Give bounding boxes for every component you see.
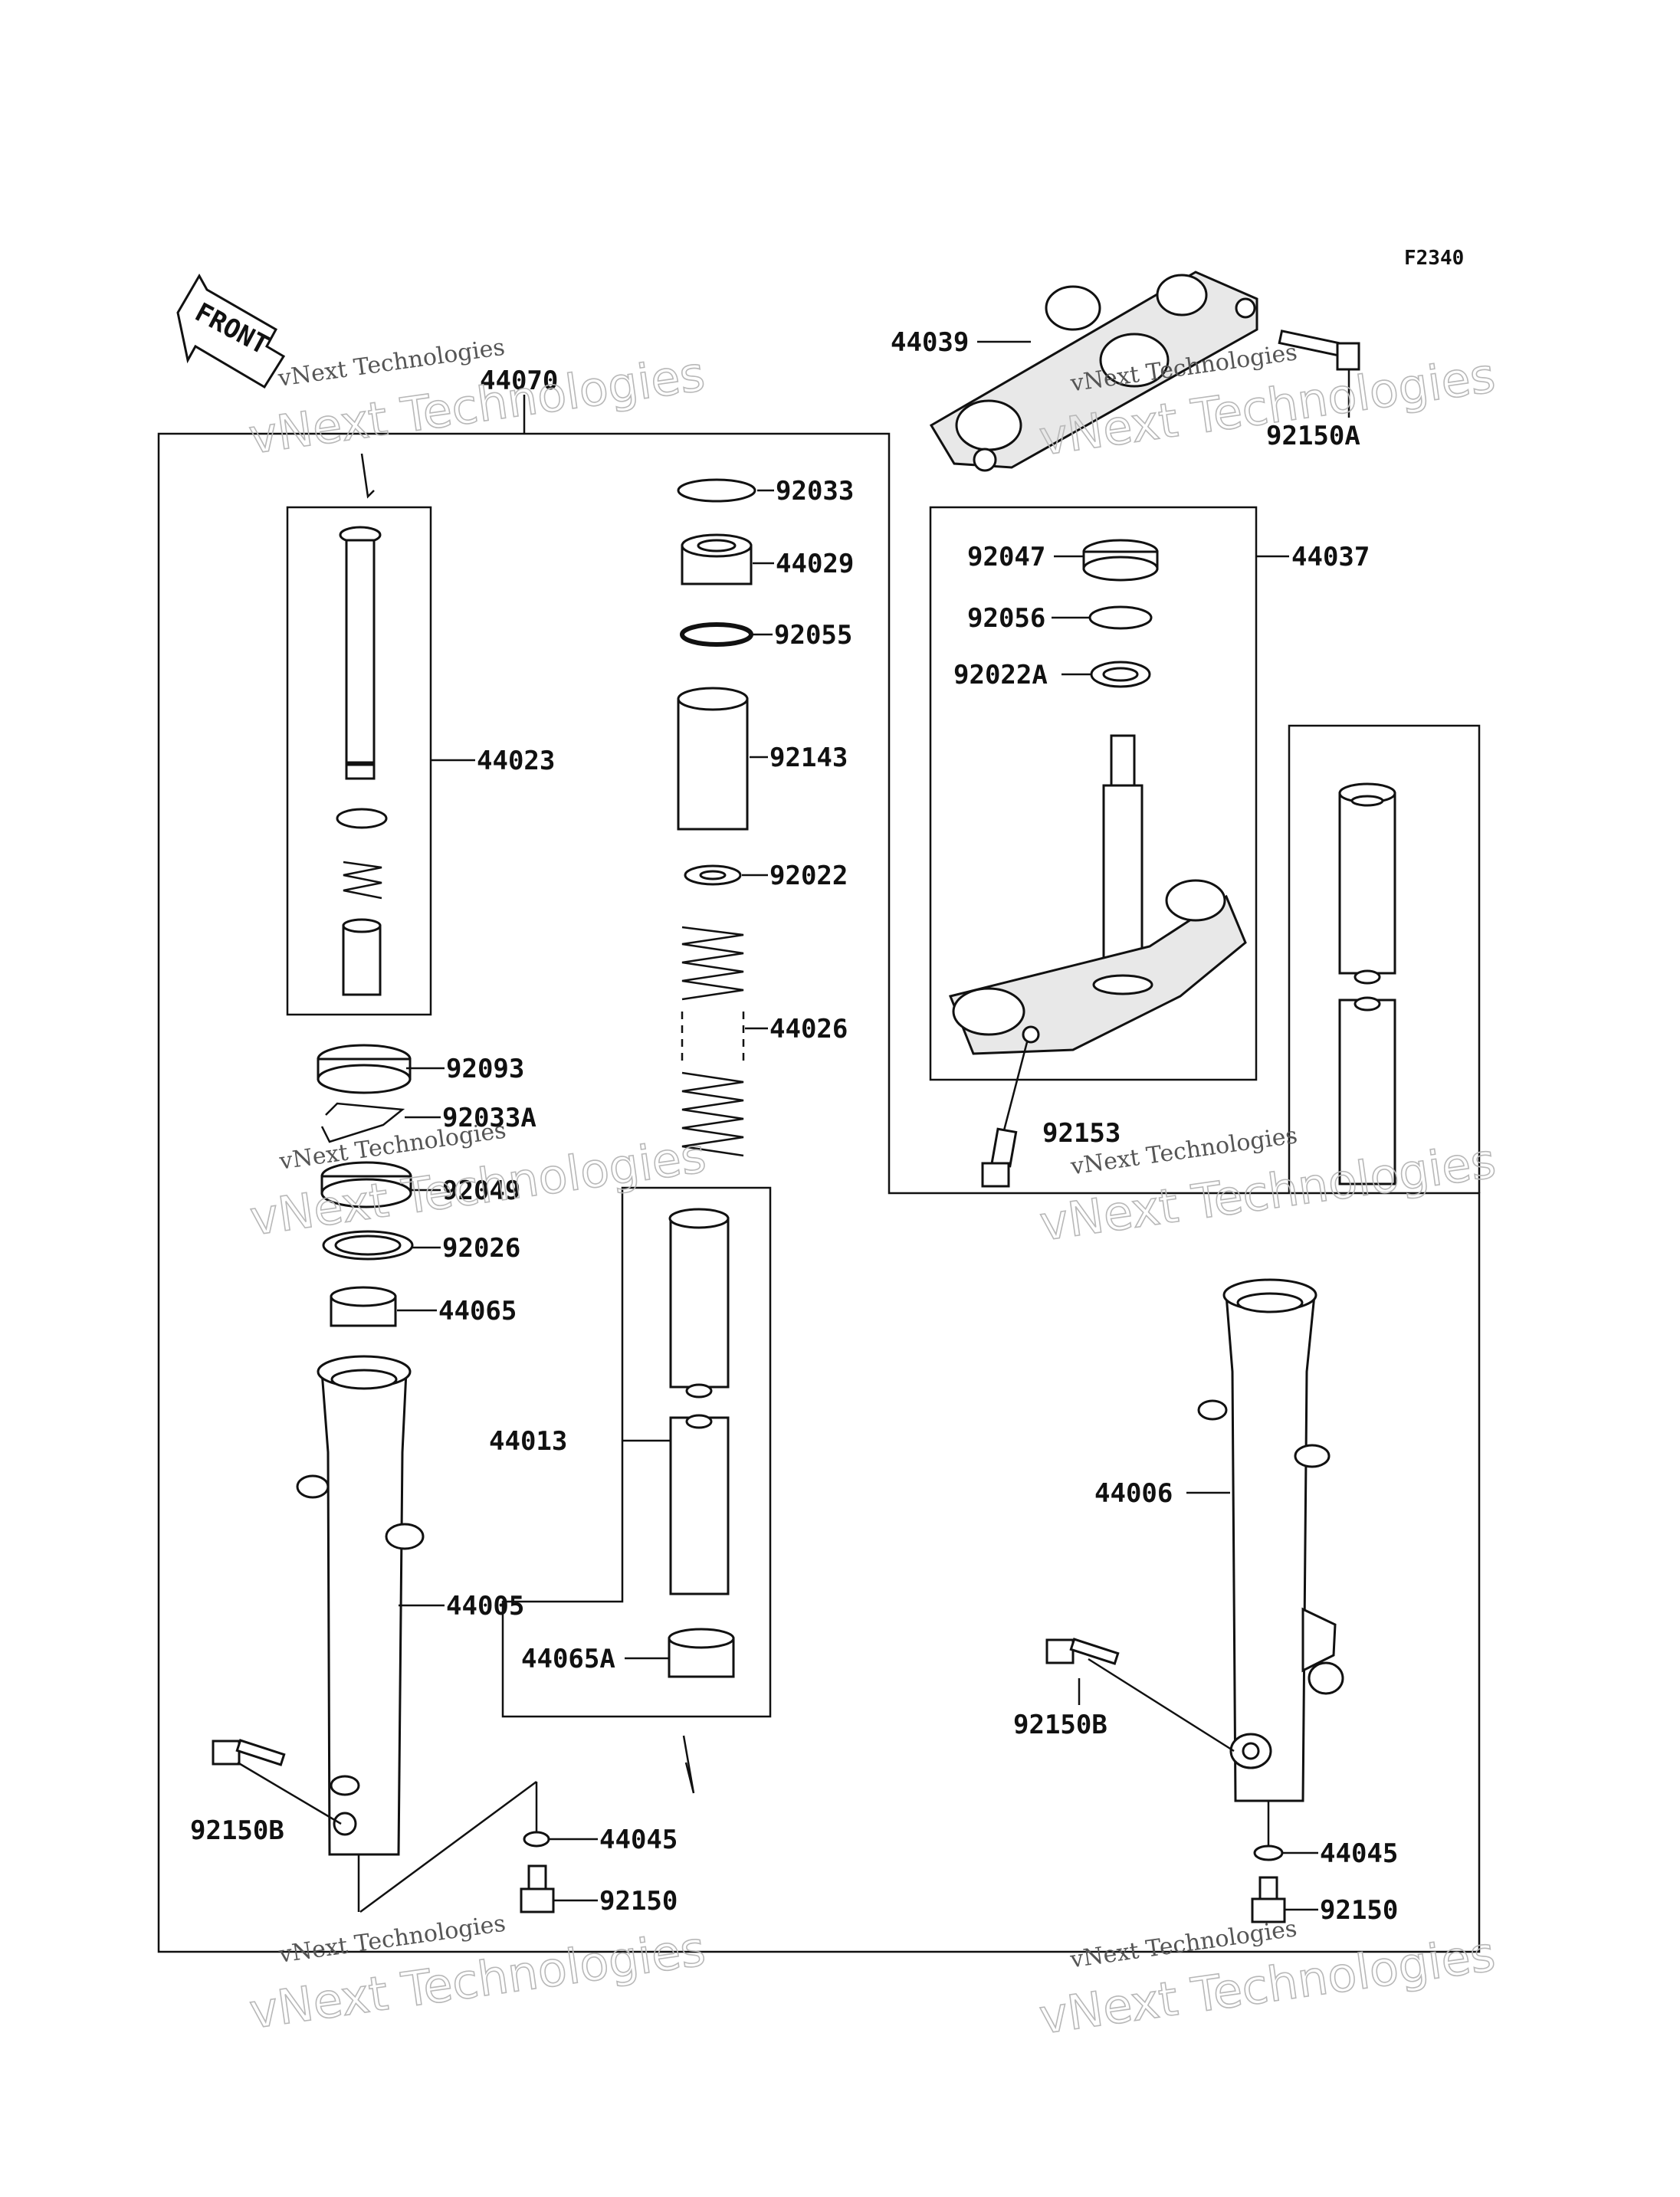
inner-tube-right bbox=[1338, 782, 1396, 1185]
drain-bolt-92150-left bbox=[520, 1864, 555, 1913]
bushing-44065 bbox=[330, 1286, 397, 1327]
label-92056: 92056 bbox=[967, 603, 1045, 634]
label-44005: 44005 bbox=[446, 1591, 524, 1622]
bushing-44065A bbox=[668, 1628, 735, 1678]
oil-seal-92049 bbox=[320, 1161, 412, 1208]
label-92026: 92026 bbox=[442, 1233, 520, 1264]
label-92049: 92049 bbox=[442, 1176, 520, 1206]
label-92033A: 92033A bbox=[442, 1103, 536, 1133]
label-92150-right: 92150 bbox=[1320, 1895, 1398, 1926]
label-44037: 44037 bbox=[1291, 542, 1370, 572]
circlip-92033 bbox=[677, 478, 756, 503]
watermark-top-left: vNext Technologies vNext Technologies bbox=[245, 334, 709, 466]
label-92047: 92047 bbox=[967, 542, 1045, 572]
label-44023: 44023 bbox=[477, 746, 555, 776]
washer-44045-left bbox=[523, 1831, 550, 1848]
inner-box-44013 bbox=[501, 1186, 772, 1718]
outer-tube-44006 bbox=[1197, 1278, 1344, 1802]
label-44029: 44029 bbox=[776, 549, 854, 579]
bolt-92150B-left bbox=[212, 1739, 286, 1766]
label-92033: 92033 bbox=[776, 476, 854, 507]
label-44065A: 44065A bbox=[521, 1644, 615, 1674]
bolt-92150A bbox=[1278, 330, 1360, 371]
label-44045-right: 44045 bbox=[1320, 1838, 1398, 1869]
upper-triple-clamp bbox=[929, 271, 1258, 472]
label-92022A: 92022A bbox=[953, 660, 1048, 690]
o-ring-92055 bbox=[680, 622, 753, 647]
label-44006: 44006 bbox=[1094, 1478, 1173, 1509]
washer-44045-right bbox=[1253, 1844, 1284, 1861]
label-44070: 44070 bbox=[480, 366, 558, 396]
spring-seat-44029 bbox=[681, 533, 753, 585]
label-92093: 92093 bbox=[446, 1054, 524, 1084]
front-arrow-icon: FRONT bbox=[176, 273, 286, 389]
label-92150A: 92150A bbox=[1266, 421, 1360, 451]
inner-tube-44013 bbox=[668, 1208, 730, 1595]
damper-rod-44023 bbox=[339, 526, 382, 780]
bolt-92153 bbox=[981, 1127, 1018, 1188]
label-44039: 44039 bbox=[891, 327, 969, 358]
inner-box-right-tube bbox=[1288, 724, 1481, 1193]
label-92150B-left: 92150B bbox=[190, 1815, 284, 1846]
label-92153: 92153 bbox=[1042, 1118, 1121, 1149]
retaining-ring-92033A bbox=[320, 1102, 405, 1143]
label-44065: 44065 bbox=[438, 1296, 517, 1326]
inner-box-44037 bbox=[929, 506, 1258, 1081]
label-44013: 44013 bbox=[489, 1426, 567, 1457]
bearing-92047 bbox=[1082, 539, 1159, 582]
label-44045-left: 44045 bbox=[599, 1825, 678, 1855]
label-92022: 92022 bbox=[769, 861, 848, 891]
seal-92056 bbox=[1088, 605, 1153, 630]
drain-bolt-92150-right bbox=[1251, 1876, 1286, 1923]
spacer-92143 bbox=[677, 687, 749, 831]
label-44026: 44026 bbox=[769, 1014, 848, 1044]
fork-spring-44026 bbox=[681, 926, 745, 1157]
label-92150-left: 92150 bbox=[599, 1886, 678, 1917]
bolt-92150B-right bbox=[1045, 1638, 1120, 1665]
label-92143: 92143 bbox=[769, 743, 848, 773]
outer-tube-44005 bbox=[296, 1355, 425, 1856]
steering-stem-44037 bbox=[948, 734, 1247, 1055]
label-92150B-right: 92150B bbox=[1013, 1710, 1107, 1740]
diagram-code: F2340 bbox=[1404, 247, 1464, 270]
dust-seal-92093 bbox=[317, 1044, 412, 1094]
label-92055: 92055 bbox=[774, 620, 852, 651]
